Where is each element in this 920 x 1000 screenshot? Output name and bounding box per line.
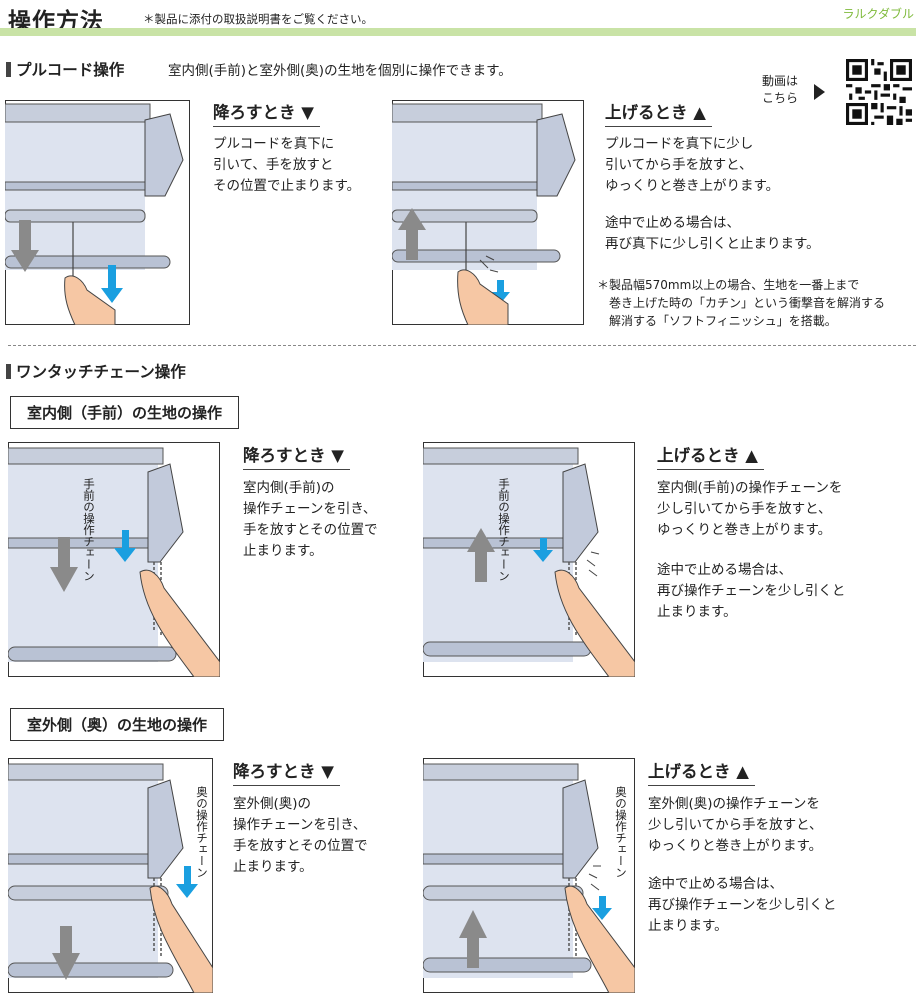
pullcord-raise-illustration (392, 100, 584, 325)
brand-name: ラルクダブル (842, 7, 914, 21)
section-heading-pullcord: プルコード操作 (6, 58, 124, 80)
video-link-label[interactable]: 動画は こちら (762, 74, 799, 105)
indoor-lower-illustration (8, 442, 220, 677)
pullcord-lower-title: 降ろすとき ▼ (213, 99, 320, 127)
outdoor-raise-illustration (423, 758, 635, 993)
section-divider (8, 345, 916, 346)
indoor-raise-illustration (423, 442, 635, 677)
header-accent-bar (0, 28, 916, 36)
qr-code-icon[interactable] (846, 59, 912, 125)
pullcord-lower-body: プルコードを真下に 引いて、手を放すと その位置で止まります。 (213, 136, 361, 194)
outdoor-raise-title: 上げるとき ▲ (648, 758, 755, 786)
indoor-lower-body: 室内側(手前)の 操作チェーンを引き、 手を放すとその位置で 止まります。 (243, 480, 378, 559)
pullcord-raise-body: プルコードを真下に少し 引いてから手を放すと、 ゆっくりと巻き上がります。 (605, 136, 780, 194)
outdoor-lower-illustration (8, 758, 213, 993)
outdoor-chain-label-lower: 奥の操作チェーン (195, 786, 209, 878)
section-heading-chain: ワンタッチチェーン操作 (6, 360, 186, 382)
outdoor-raise-body2: 途中で止める場合は、 再び操作チェーンを少し引くと 止まります。 (648, 876, 837, 934)
pullcord-description: 室内側(手前)と室外側(奥)の生地を個別に操作できます。 (168, 63, 512, 79)
outdoor-lower-body: 室外側(奥)の 操作チェーンを引き、 手を放すとその位置で 止まります。 (233, 796, 368, 875)
indoor-lower-title: 降ろすとき ▼ (243, 442, 350, 470)
pullcord-raise-title: 上げるとき ▲ (605, 99, 712, 127)
manual-note: ＊製品に添付の取扱説明書をご覧ください。 (143, 12, 373, 26)
indoor-raise-body2: 途中で止める場合は、 再び操作チェーンを少し引くと 止まります。 (657, 562, 846, 620)
pullcord-raise-body2: 途中で止める場合は、 再び真下に少し引くと止まります。 (605, 215, 820, 252)
indoor-chain-label-lower: 手前の操作チェーン (82, 478, 96, 582)
indoor-raise-title: 上げるとき ▲ (657, 442, 764, 470)
indoor-raise-body: 室内側(手前)の操作チェーンを 少し引いてから手を放すと、 ゆっくりと巻き上がり… (657, 480, 843, 538)
outdoor-raise-body: 室外側(奥)の操作チェーンを 少し引いてから手を放すと、 ゆっくりと巻き上がりま… (648, 796, 823, 854)
pullcord-lower-illustration (5, 100, 190, 325)
soft-finish-note: ＊製品幅570mm以上の場合、生地を一番上まで 巻き上げた時の「カチン」という衝… (597, 278, 886, 328)
outdoor-operation-label: 室外側（奥）の生地の操作 (10, 708, 225, 741)
outdoor-lower-title: 降ろすとき ▼ (233, 758, 340, 786)
outdoor-chain-label-raise: 奥の操作チェーン (614, 786, 628, 878)
indoor-chain-label-raise: 手前の操作チェーン (497, 478, 511, 582)
indoor-operation-label: 室内側（手前）の生地の操作 (10, 396, 240, 429)
play-arrow-icon (814, 84, 825, 100)
